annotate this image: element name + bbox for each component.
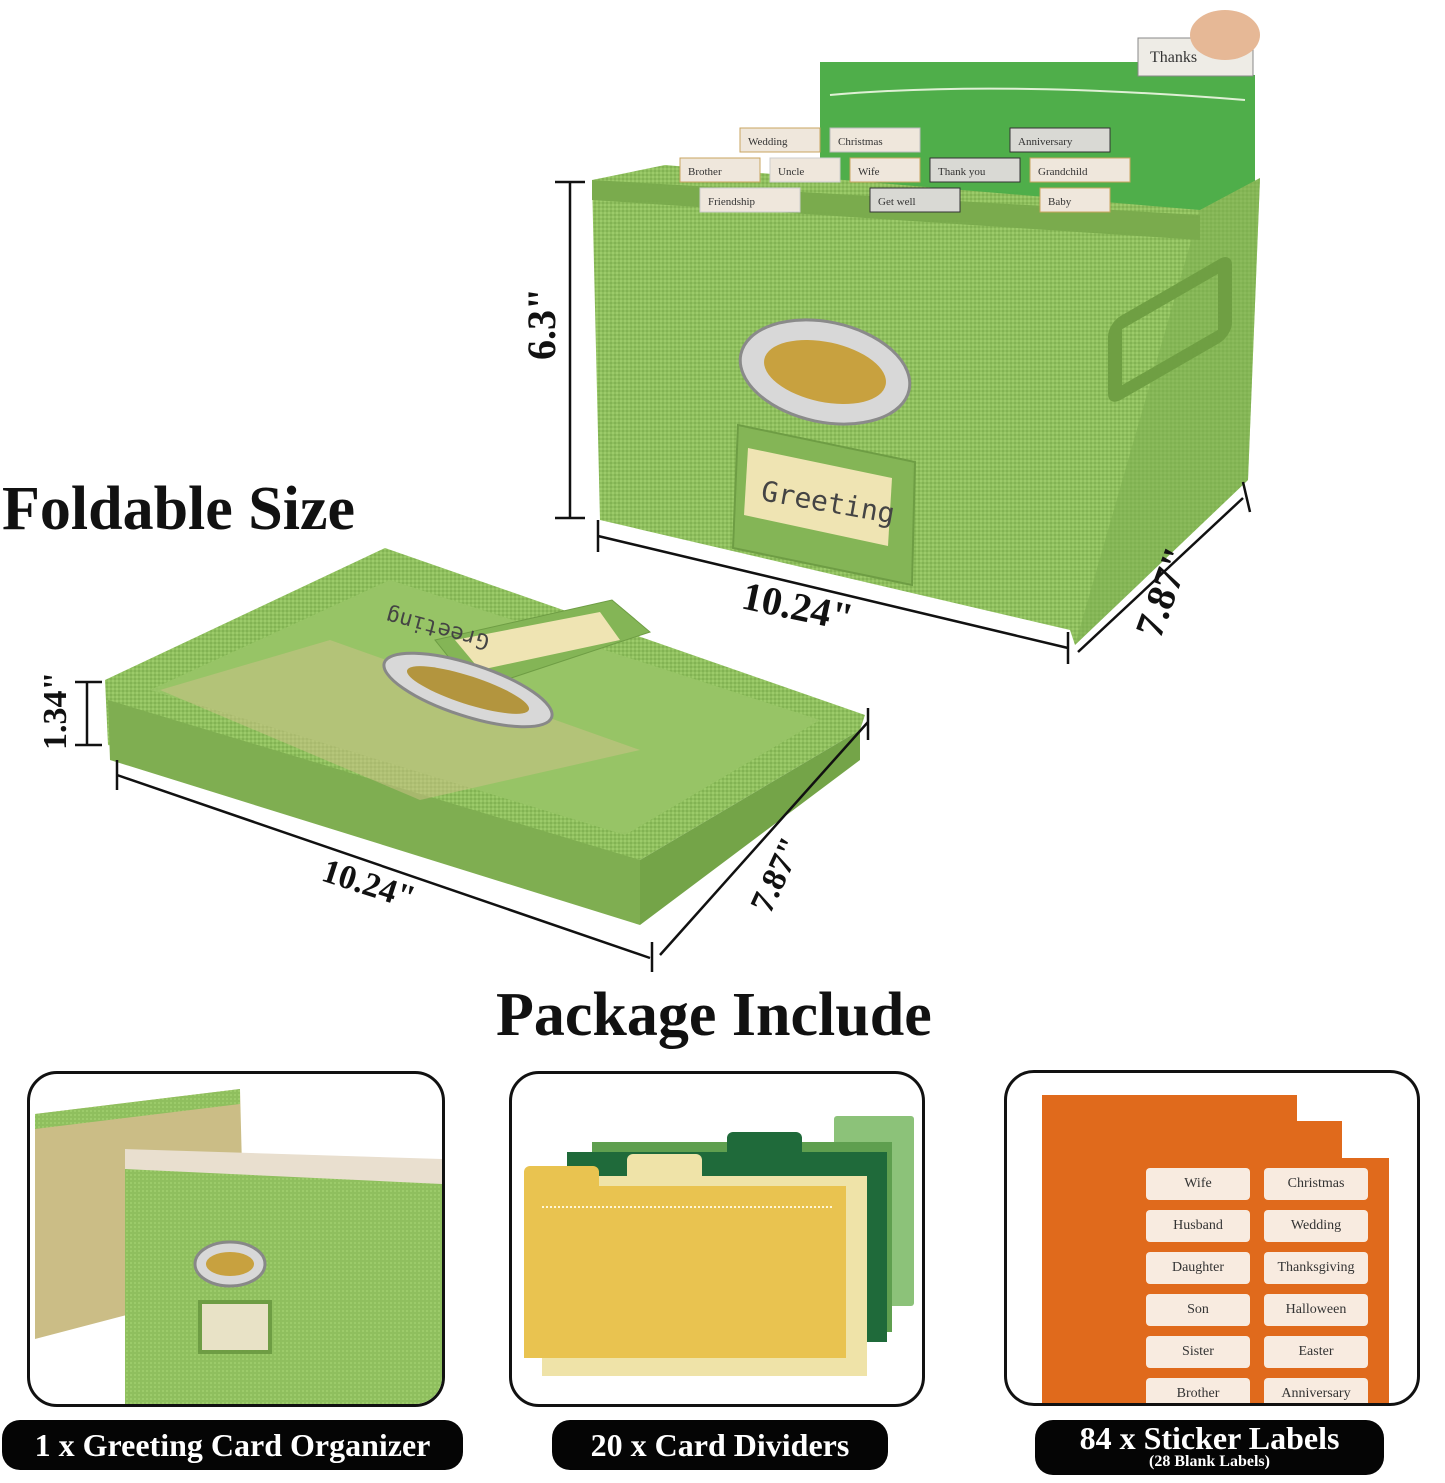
stickers-label-subtitle: (28 Blank Labels) <box>1149 1453 1270 1470</box>
open-height-label: 6.3" <box>519 288 564 360</box>
vine-decoration-icon <box>542 1206 832 1208</box>
divider-yellow <box>524 1166 599 1188</box>
divider-tab: Grandchild <box>1038 166 1088 178</box>
sticker-sheet-front: Wife Christmas Husband Wedding Daughter … <box>1129 1158 1389 1403</box>
sticker-label: Halloween <box>1264 1294 1368 1326</box>
hand <box>1190 10 1260 60</box>
divider-tab: Brother <box>688 166 722 178</box>
divider-tab: Baby <box>1048 196 1072 208</box>
divider-green-dark <box>727 1132 802 1152</box>
sticker-label: Christmas <box>1264 1168 1368 1200</box>
folded-height-label: 1.34" <box>37 672 74 750</box>
folded-box: Greeting <box>105 548 865 925</box>
open-length-label: 10.24" <box>738 573 857 640</box>
sticker-label: Husband <box>1146 1210 1250 1242</box>
divider-tab: Anniversary <box>1018 136 1073 148</box>
divider-tab: Wedding <box>748 136 788 148</box>
organizer-label: 1 x Greeting Card Organizer <box>2 1420 463 1470</box>
stickers-label-title: 84 x Sticker Labels <box>1079 1420 1340 1456</box>
product-illustration: Thanks Wedding Brother Christmas Uncle W… <box>37 10 1260 972</box>
divider-tab: Wife <box>858 166 880 178</box>
divider-tab: Thank you <box>938 166 986 178</box>
sticker-label: Son <box>1146 1294 1250 1326</box>
divider-tabs: Wedding Brother Christmas Uncle Wife Fri… <box>679 127 1131 213</box>
divider-tab: Get well <box>878 196 916 208</box>
sticker-label: Wife <box>1146 1168 1250 1200</box>
sticker-label: Daughter <box>1146 1252 1250 1284</box>
folded-box-dimensions <box>75 680 870 972</box>
divider-tab: Friendship <box>708 196 756 208</box>
pulled-tab-label: Thanks <box>1150 49 1197 66</box>
open-box: Thanks Wedding Brother Christmas Uncle W… <box>592 10 1260 645</box>
sticker-label: Thanksgiving <box>1264 1252 1368 1284</box>
foldable-size-heading: Foldable Size <box>2 475 356 543</box>
divider-tab: Uncle <box>778 166 804 178</box>
organizer-image <box>35 1089 442 1404</box>
sticker-label: Anniversary <box>1264 1378 1368 1403</box>
stickers-panel: Wife Christmas Husband Wedding Daughter … <box>1004 1070 1420 1406</box>
open-box-dimensions <box>555 180 1252 664</box>
divider-cream <box>627 1154 702 1176</box>
folded-width-label: 7.87" <box>744 832 811 919</box>
dividers-label: 20 x Card Dividers <box>552 1420 888 1470</box>
vine-decoration-icon <box>829 87 1246 101</box>
organizer-panel <box>27 1071 445 1407</box>
divider-tab: Christmas <box>838 136 883 148</box>
dividers-panel <box>509 1071 925 1407</box>
stickers-label: 84 x Sticker Labels (28 Blank Labels) <box>1035 1420 1384 1475</box>
divider-yellow <box>524 1186 846 1358</box>
metal-handle-icon <box>738 318 912 426</box>
sticker-label: Brother <box>1146 1378 1250 1403</box>
sticker-label: Sister <box>1146 1336 1250 1368</box>
package-include-heading: Package Include <box>496 981 932 1049</box>
sticker-label: Wedding <box>1264 1210 1368 1242</box>
sticker-label: Easter <box>1264 1336 1368 1368</box>
